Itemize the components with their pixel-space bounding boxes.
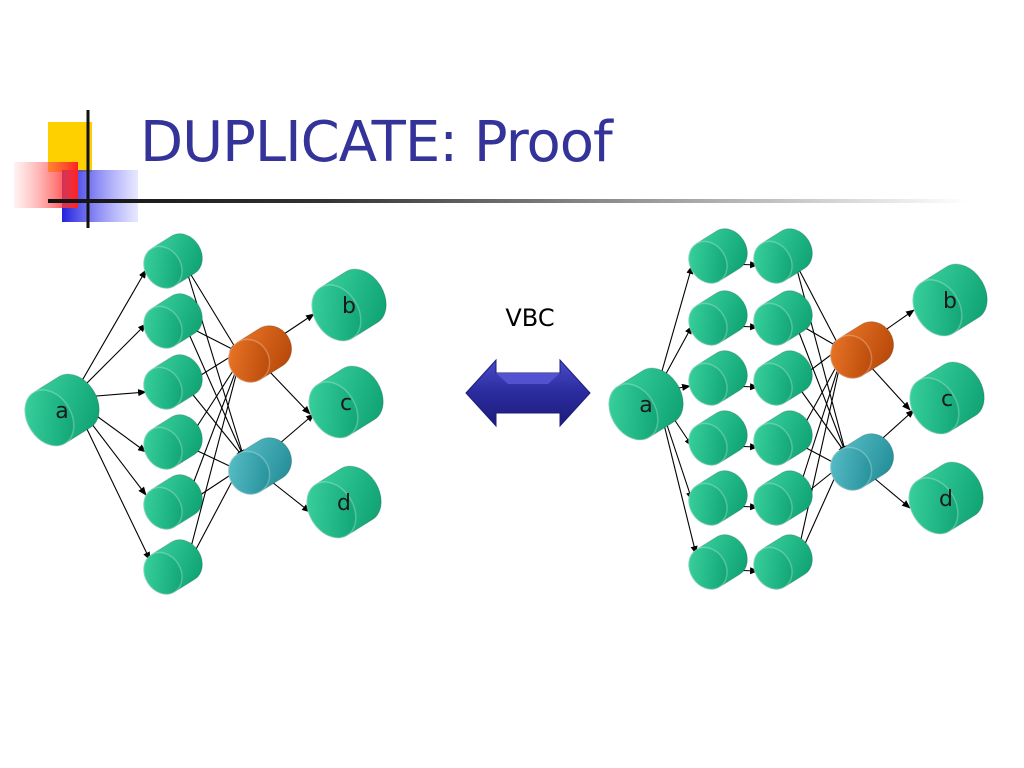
right-edge-col2-1-teal	[794, 261, 848, 455]
right-node-b	[912, 263, 988, 337]
right-node-c-label: c	[941, 387, 953, 412]
vbc-label: VBC	[505, 304, 554, 332]
right-col1-node-1	[687, 228, 748, 285]
right-col1-node-4	[687, 410, 748, 467]
left-node-a	[24, 373, 100, 447]
left-orange-node	[227, 325, 293, 384]
left-edge-mid2-teal	[184, 324, 245, 459]
right-node-a-label: a	[639, 393, 652, 418]
right-col2-node-3	[752, 350, 813, 407]
right-col2-node-5	[752, 470, 813, 527]
right-teal-node	[829, 433, 895, 492]
left-mid-node-2	[142, 293, 203, 350]
left-mid-node-3	[142, 354, 203, 411]
slide-title: DUPLICATE: Proof	[140, 110, 613, 175]
left-mid-node-5	[142, 474, 203, 531]
left-edge-mid5-orange	[184, 359, 241, 506]
double-arrow	[465, 358, 591, 428]
right-edge-col2-2-teal	[794, 321, 847, 455]
right-edge-teal-d	[873, 477, 911, 509]
left-teal-node	[227, 437, 293, 496]
left-mid-node-1	[142, 233, 203, 290]
left-node-d	[306, 465, 382, 539]
left-edge-mid1-orange	[184, 264, 239, 353]
title-underline	[48, 199, 968, 203]
left-node-b	[311, 268, 387, 342]
left-edge-mid3-teal	[184, 384, 245, 459]
left-edge-a-mid1	[71, 269, 147, 399]
right-edge-col2-1-orange	[794, 261, 841, 349]
right-col2-node-2	[752, 290, 813, 347]
right-node-d-label: d	[939, 487, 953, 512]
right-node-d	[908, 461, 984, 535]
right-edge-col2-6-orange	[794, 355, 844, 567]
left-node-d-label: d	[337, 491, 351, 516]
right-node-a	[608, 367, 684, 441]
right-edge-col2-3-teal	[794, 381, 847, 455]
left-mid-node-6	[142, 539, 203, 596]
nodes-layer: a b c d a b c d	[24, 228, 988, 596]
right-col1-node-5	[687, 470, 748, 527]
left-edge-orange-c	[267, 369, 311, 415]
left-node-a-label: a	[55, 399, 68, 424]
left-node-c-label: c	[340, 391, 352, 416]
right-col2-node-1	[752, 228, 813, 285]
right-col1-node-2	[687, 290, 748, 347]
title-decoration	[14, 110, 138, 228]
right-col2-node-6	[752, 534, 813, 591]
left-edge-mid6-orange	[184, 359, 242, 571]
right-node-c	[909, 361, 985, 435]
left-edge-mid1-teal	[184, 264, 246, 459]
right-col2-node-4	[752, 410, 813, 467]
left-mid-node-4	[142, 414, 203, 471]
right-orange-node	[829, 321, 895, 380]
right-col1-node-3	[687, 350, 748, 407]
right-edge-orange-c	[869, 365, 911, 411]
left-node-c	[308, 365, 384, 439]
right-col1-node-6	[687, 534, 748, 591]
left-edge-teal-d	[271, 481, 311, 513]
right-node-b-label: b	[943, 289, 957, 314]
left-node-b-label: b	[342, 294, 356, 319]
